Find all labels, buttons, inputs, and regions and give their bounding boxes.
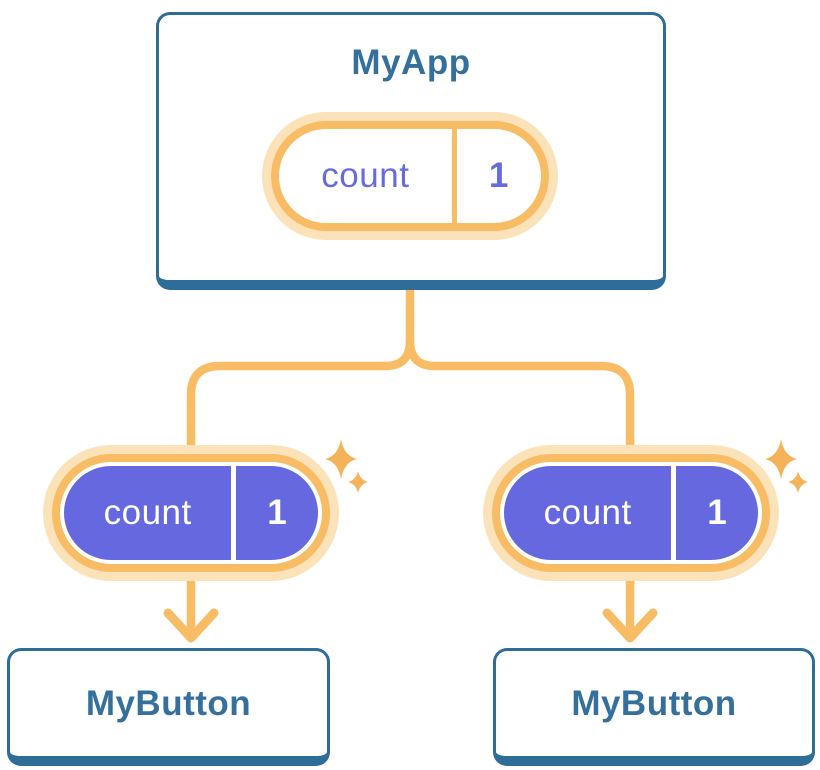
prop-value: 1 — [707, 493, 728, 532]
prop-name: count — [103, 493, 192, 532]
component-title: MyApp — [351, 43, 471, 82]
state-name: count — [321, 156, 410, 195]
pill-divider — [671, 466, 677, 560]
component-card-mybutton-right: MyButton — [493, 648, 815, 766]
connector-branch-left — [186, 336, 415, 455]
prop-pill-ring: count 1 — [52, 454, 330, 572]
pill-divider — [231, 466, 237, 560]
prop-pill-left: count 1 — [43, 445, 339, 581]
sparkle-icon — [765, 439, 808, 493]
component-title: MyButton — [85, 683, 252, 723]
component-card-mybutton-left: MyButton — [7, 648, 330, 766]
connector-branch-right — [405, 336, 635, 455]
component-card-myapp: MyApp — [156, 12, 666, 290]
state-value: 1 — [488, 156, 509, 195]
pill-divider — [451, 129, 457, 223]
arrow-head-left — [163, 608, 219, 643]
state-pill-root: count 1 — [262, 112, 558, 240]
prop-name: count — [543, 493, 632, 532]
component-title: MyButton — [571, 683, 737, 723]
arrow-head-right — [602, 608, 658, 643]
prop-value: 1 — [267, 493, 288, 532]
state-pill-ring: count 1 — [271, 121, 549, 231]
prop-pill-right: count 1 — [483, 445, 779, 581]
prop-pill-ring: count 1 — [492, 454, 770, 572]
sparkle-icon — [325, 439, 368, 493]
